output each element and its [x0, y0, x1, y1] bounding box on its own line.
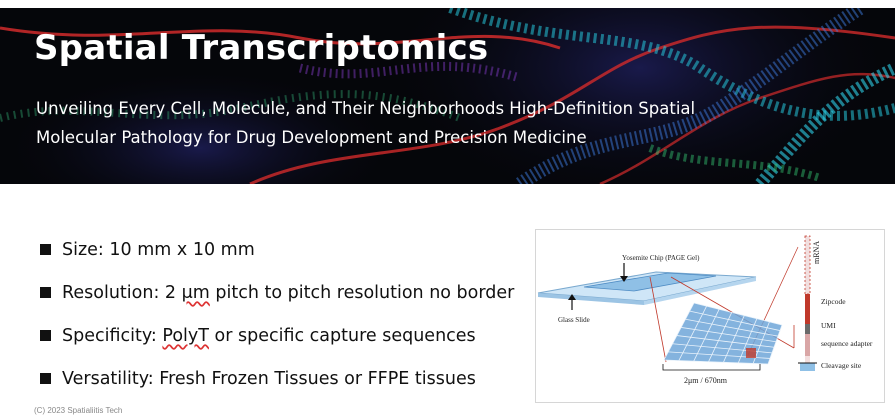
bullet-square-icon — [40, 287, 51, 298]
glass-slide-edge — [538, 293, 644, 305]
grid-line — [681, 327, 777, 343]
feature-label: Versatility: — [62, 368, 154, 389]
zipcode-label: Zipcode — [821, 297, 846, 306]
feature-label: Specificity: — [62, 325, 157, 346]
cleavage-label: Cleavage site — [821, 361, 862, 370]
page-title: Spatial Transcriptomics — [34, 28, 489, 68]
mrna-label: mRNA — [812, 241, 821, 264]
feature-versatility: Versatility: Fresh Frozen Tissues or FFP… — [40, 357, 514, 400]
feature-value-unit: μm — [181, 282, 210, 303]
feature-resolution: Resolution: 2 μm pitch to pitch resoluti… — [40, 271, 514, 314]
grid-line — [663, 359, 769, 365]
feature-value-key: PolyT — [162, 325, 209, 346]
scale-bracket — [662, 364, 761, 371]
feature-value: Fresh Frozen Tissues or FFPE tissues — [159, 368, 476, 389]
bullet-square-icon — [40, 330, 51, 341]
umi-label: UMI — [821, 321, 836, 330]
zoom-line — [649, 276, 667, 363]
adapter-label: sequence adapter — [821, 339, 873, 348]
tissue-fluorescence-image — [0, 8, 895, 184]
subtitle-line-2: Molecular Pathology for Drug Development… — [36, 128, 587, 147]
feature-value-number: 2 — [164, 282, 177, 303]
copyright-footer: (C) 2023 Spatialiitis Tech — [34, 406, 123, 415]
feature-value-text: or specific capture sequences — [214, 325, 476, 346]
grid-line — [723, 315, 745, 363]
grid-line — [663, 302, 695, 361]
slide-label: Glass Slide — [558, 316, 590, 324]
feature-list: Size: 10 mm x 10 mm Resolution: 2 μm pit… — [40, 228, 514, 400]
slide-arrowhead-icon — [568, 294, 576, 300]
chip-arrowhead-icon — [620, 276, 628, 282]
grid-line — [678, 305, 707, 361]
subtitle-line-1: Unveiling Every Cell, Molecule, and Thei… — [36, 99, 696, 118]
grid-line — [685, 318, 779, 337]
grid-line — [689, 310, 781, 331]
capture-spot-grid — [663, 302, 783, 365]
chip-diagram: Yosemite Chip (PAGE Gel) Glass Slide 2μm… — [535, 229, 885, 403]
chip-label: Yosemite Chip (PAGE Gel) — [622, 254, 700, 262]
highlighted-spot — [746, 348, 756, 358]
grid-line — [693, 309, 720, 362]
zipcode-segment — [805, 294, 810, 324]
feature-value: 10 mm x 10 mm — [109, 239, 255, 260]
grid-line — [708, 312, 733, 362]
grid-line — [676, 335, 775, 348]
bullet-square-icon — [40, 373, 51, 384]
feature-specificity: Specificity: PolyT or specific capture s… — [40, 314, 514, 357]
grid-line — [767, 324, 783, 365]
feature-size: Size: 10 mm x 10 mm — [40, 228, 514, 271]
grid-line — [737, 318, 758, 364]
chip-shape — [583, 272, 717, 292]
grid-line — [693, 302, 783, 326]
adapter-segment — [805, 334, 810, 356]
umi-segment — [805, 324, 810, 334]
feature-label: Size: — [62, 239, 104, 260]
feature-label: Resolution: — [62, 282, 160, 303]
hero-banner: Spatial Transcriptomics Unveiling Every … — [0, 8, 895, 184]
bullet-square-icon — [40, 244, 51, 255]
page-subtitle: Unveiling Every Cell, Molecule, and Thei… — [36, 94, 695, 152]
feature-value-text: pitch to pitch resolution no border — [215, 282, 515, 303]
cleavage-base — [800, 363, 815, 371]
chip-diagram-svg: Yosemite Chip (PAGE Gel) Glass Slide 2μm… — [537, 235, 873, 385]
scale-label: 2μm / 670nm — [684, 376, 728, 385]
glass-slide-side — [644, 277, 756, 305]
